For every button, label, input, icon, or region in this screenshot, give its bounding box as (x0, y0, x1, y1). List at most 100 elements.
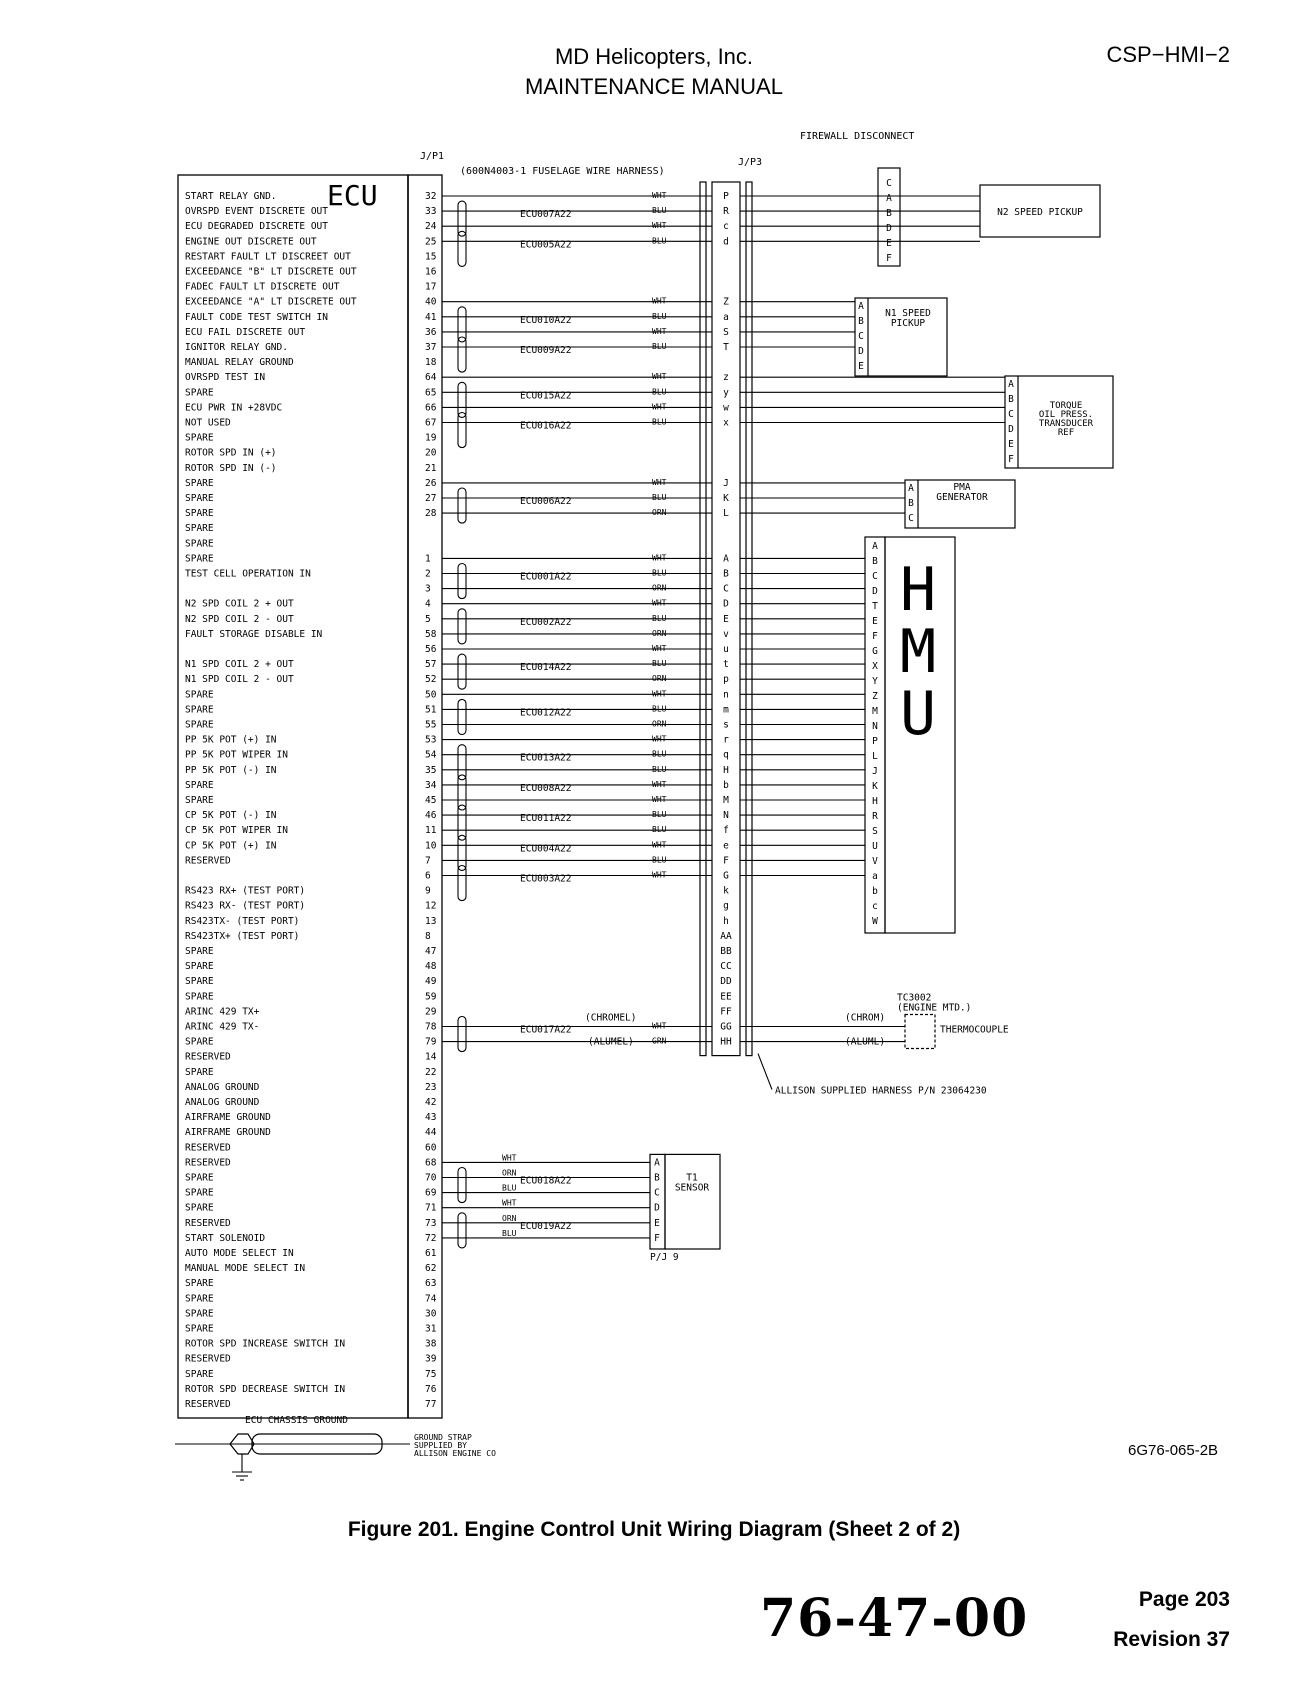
ecu-signal-label: SPARE (185, 1293, 214, 1304)
wire-color: WHT (652, 780, 667, 789)
wire-color: GRN (652, 1037, 667, 1046)
ecu-pin-number: 55 (425, 720, 436, 731)
ecu-signal-label: RESERVED (185, 1052, 231, 1063)
ecu-signal-label: SPARE (185, 1203, 214, 1214)
jp3-pin-letter: AA (720, 931, 732, 942)
wire-color: WHT (652, 689, 667, 698)
ecu-pin-number: 69 (425, 1188, 437, 1199)
ecu-signal-label: CP 5K POT (+) IN (185, 840, 277, 851)
cable-id: ECU005A22 (520, 239, 571, 250)
n1-pin: A (858, 301, 864, 312)
t1-pin: D (654, 1203, 660, 1214)
ecu-pin-number: 60 (425, 1142, 437, 1153)
jp3-pin-letter: A (723, 553, 729, 564)
cable-id: ECU001A22 (520, 572, 571, 583)
jp1-connector (407, 174, 443, 1419)
jp3-pin-letter: H (723, 765, 729, 776)
ecu-signal-label: FAULT CODE TEST SWITCH IN (185, 312, 328, 323)
jp3-pin-letter: N (723, 810, 729, 821)
hmu-pin: L (872, 751, 878, 762)
ecu-signal-label: SPARE (185, 433, 214, 444)
ecu-pin-number: 51 (425, 704, 437, 715)
ecu-signal-label: MANUAL MODE SELECT IN (185, 1263, 305, 1274)
wire-color: WHT (652, 795, 667, 804)
wire-color: BLU (652, 810, 667, 819)
torque-pin: B (1008, 394, 1014, 405)
ecu-signal-label: SPARE (185, 478, 214, 489)
ground-strap-label: GROUND STRAP (414, 1433, 472, 1442)
twisted-pair-loop (457, 774, 467, 811)
ecu-signal-label: SPARE (185, 780, 214, 791)
jp3-pin-letter: B (723, 569, 729, 580)
ecu-signal-label: ARINC 429 TX- (185, 1022, 259, 1033)
wire-color: ORN (652, 674, 667, 683)
wire-color: WHT (652, 644, 667, 653)
n1-pin: B (858, 316, 864, 327)
ecu-pin-number: 12 (425, 901, 436, 912)
hmu-pin: P (872, 736, 878, 747)
jp3-pin-letter: GG (720, 1022, 732, 1033)
hmu-pin: R (872, 811, 878, 822)
twisted-pair-loop (457, 1212, 467, 1249)
jp3-pin-letter: s (723, 720, 729, 731)
ecu-pin-number: 4 (425, 599, 431, 610)
ecu-signal-label: RESERVED (185, 1142, 231, 1153)
n1-speed-pickup-box (854, 297, 948, 377)
ecu-signal-label: SPARE (185, 961, 214, 972)
wire-color: WHT (652, 478, 667, 487)
alumel-label: (ALUMEL) (588, 1037, 634, 1048)
wire-color: WHT (652, 221, 667, 230)
ecu-pin-number: 77 (425, 1399, 436, 1410)
t1-pin: C (654, 1188, 660, 1199)
ecu-signal-label: ANALOG GROUND (185, 1082, 260, 1093)
ecu-pin-number: 65 (425, 387, 436, 398)
ecu-signal-label: ECU FAIL DISCRETE OUT (185, 327, 305, 338)
n2-pin: A (886, 193, 892, 204)
ground-lug (229, 1433, 255, 1455)
ecu-pin-number: 76 (425, 1384, 437, 1395)
jp3-pin-letter: CC (720, 961, 731, 972)
ecu-signal-label: N1 SPD COIL 2 + OUT (185, 659, 294, 670)
firewall-label: FIREWALL DISCONNECT (800, 131, 914, 142)
jp3-pin-letter: L (723, 508, 729, 519)
wire-color: BLU (652, 312, 667, 321)
wire-color: ORN (652, 584, 667, 593)
twisted-pair-loop (457, 653, 467, 690)
ecu-pin-number: 66 (425, 402, 437, 413)
hmu-pin: Y (872, 676, 878, 687)
ecu-pin-number: 49 (425, 976, 437, 987)
jp3-pin-letter: C (723, 584, 729, 595)
wire-color: WHT (652, 840, 667, 849)
ecu-pin-number: 20 (425, 448, 437, 459)
chassis-ground-label: ECU CHASSIS GROUND (245, 1415, 348, 1426)
t1-box-title: SENSOR (675, 1183, 710, 1194)
allison-harness-label: ALLISON SUPPLIED HARNESS P/N 23064230 (775, 1086, 987, 1097)
pj9-label: P/J 9 (650, 1252, 679, 1263)
torque-pin: F (1008, 454, 1014, 465)
jp3-pin-letter: BB (720, 946, 732, 957)
twisted-pair-loop (457, 1015, 467, 1053)
ecu-pin-number: 48 (425, 961, 437, 972)
ecu-signal-label: IGNITOR RELAY GND. (185, 342, 288, 353)
ecu-pin-number: 35 (425, 765, 436, 776)
ecu-pin-number: 28 (425, 508, 437, 519)
ecu-pin-number: 38 (425, 1339, 437, 1350)
thermocouple-label: THERMOCOUPLE (940, 1025, 1009, 1036)
jp3-pin-letter: q (723, 750, 729, 761)
ecu-pin-number: 42 (425, 1097, 436, 1108)
pma-pin: A (908, 483, 914, 494)
hmu-pin: U (872, 841, 878, 852)
wire-color: BLU (652, 855, 667, 864)
ecu-pin-number: 79 (425, 1037, 437, 1048)
wire-color: ORN (652, 508, 667, 517)
n2-pin: C (886, 178, 892, 189)
hmu-letter: H (900, 555, 936, 625)
ecu-signal-label: RS423 RX+ (TEST PORT) (185, 886, 305, 897)
ecu-signal-label: SPARE (185, 493, 214, 504)
n2-pin: E (886, 238, 892, 249)
hmu-pin: F (872, 631, 878, 642)
hmu-box (884, 536, 956, 934)
hmu-pin: X (872, 661, 878, 672)
figure-id: 6G76-065-2B (1128, 1442, 1219, 1459)
pma-pin: B (908, 498, 914, 509)
